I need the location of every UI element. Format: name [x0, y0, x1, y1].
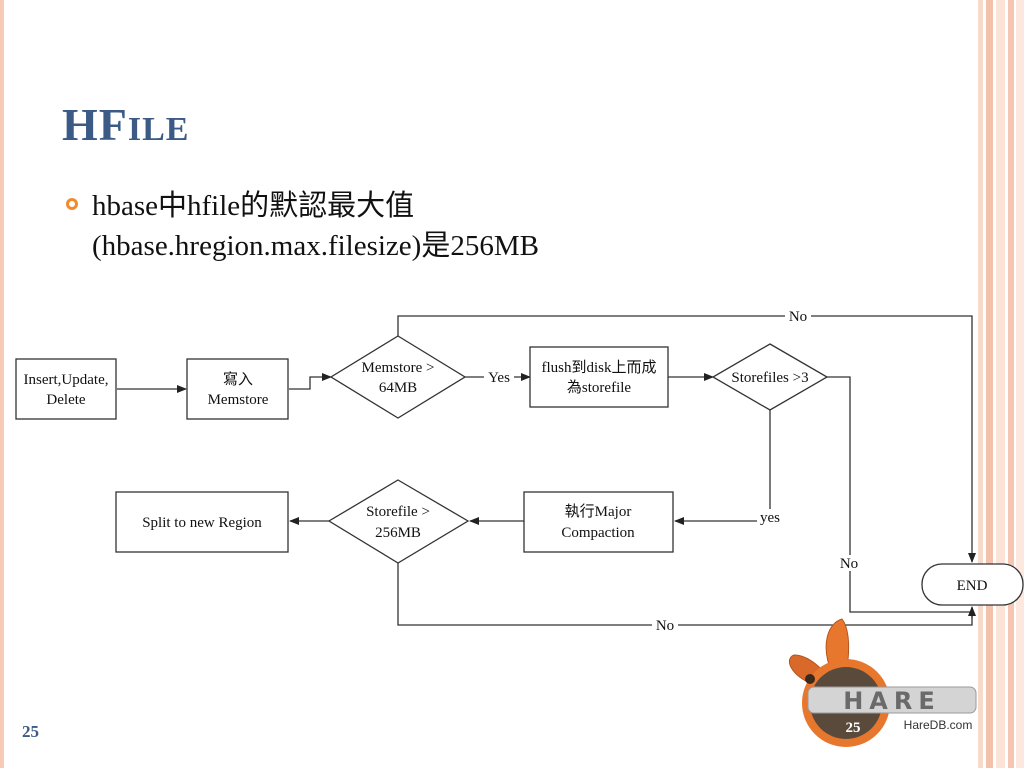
node-storefiles-line1: Storefiles >3	[731, 370, 808, 386]
edge-label-storefiles-no: No	[840, 556, 858, 572]
node-memstore-check	[329, 335, 467, 419]
logo-site: HareDB.com	[904, 718, 973, 732]
decor-stripe-3	[996, 0, 1005, 768]
node-compaction	[523, 491, 674, 553]
edge-label-memstore-yes: Yes	[488, 370, 510, 386]
decor-stripe-4	[1008, 0, 1014, 768]
node-end-label: END	[957, 578, 988, 594]
node-storefile-check	[327, 479, 470, 564]
node-storefile-line2: 256MB	[375, 525, 421, 541]
node-end	[921, 563, 1024, 606]
decor-stripe-2	[986, 0, 993, 768]
edge-memstore-no	[397, 315, 976, 563]
node-write-line2: Memstore	[208, 392, 269, 408]
decor-stripe-left	[0, 0, 4, 768]
node-memstore-line1: Memstore >	[361, 360, 434, 376]
node-flush-line2: 為storefile	[567, 379, 631, 396]
decor-stripe-1	[978, 0, 983, 768]
node-storefiles-check	[711, 343, 829, 411]
edge-storefiles-yes	[674, 410, 771, 525]
node-storefile-line1: Storefile >	[366, 504, 430, 520]
edge-label-storefile-no: No	[656, 618, 674, 634]
logo-badge: 25	[846, 720, 861, 736]
node-insert-line2: Delete	[46, 392, 85, 408]
slide-title: HFILE	[62, 98, 189, 151]
title-rest: ILE	[127, 111, 190, 148]
logo-eye	[805, 674, 815, 684]
node-compaction-line1: 執行Major	[565, 503, 632, 520]
edge-label-storefiles-yes: yes	[760, 510, 780, 526]
node-write	[186, 358, 289, 420]
bullet-text: hbase中hfile的默認最大值 (hbase.hregion.max.fil…	[92, 186, 732, 266]
bullet-line-1: hbase中hfile的默認最大值	[92, 190, 415, 222]
node-compaction-line2: Compaction	[561, 525, 635, 541]
node-flush	[529, 346, 669, 408]
bullet-line-2: (hbase.hregion.max.filesize)是256MB	[92, 230, 539, 262]
edge-label-memstore-no: No	[789, 309, 807, 325]
edge-write-memstore	[289, 373, 332, 390]
node-write-line1: 寫入	[223, 370, 253, 388]
bullet-icon	[66, 198, 78, 210]
node-split-line1: Split to new Region	[142, 515, 262, 531]
node-memstore-line2: 64MB	[379, 380, 417, 396]
haredb-logo: HARE HareDB.com 25	[789, 618, 977, 747]
logo-name: HARE	[843, 687, 941, 715]
node-split	[115, 491, 289, 553]
title-main: HF	[62, 99, 128, 150]
edge-storefile-no	[397, 563, 976, 626]
node-insert-line1: Insert,Update,	[24, 372, 109, 388]
node-flush-line1: flush到disk上而成	[541, 359, 656, 376]
decor-stripe-5	[1016, 0, 1024, 768]
page-number: 25	[22, 722, 39, 741]
node-insert	[15, 358, 117, 420]
hfile-flowchart: Insert,Update, Delete 寫入 Memstore Memsto…	[15, 308, 1024, 634]
logo-letter-band	[807, 686, 977, 714]
